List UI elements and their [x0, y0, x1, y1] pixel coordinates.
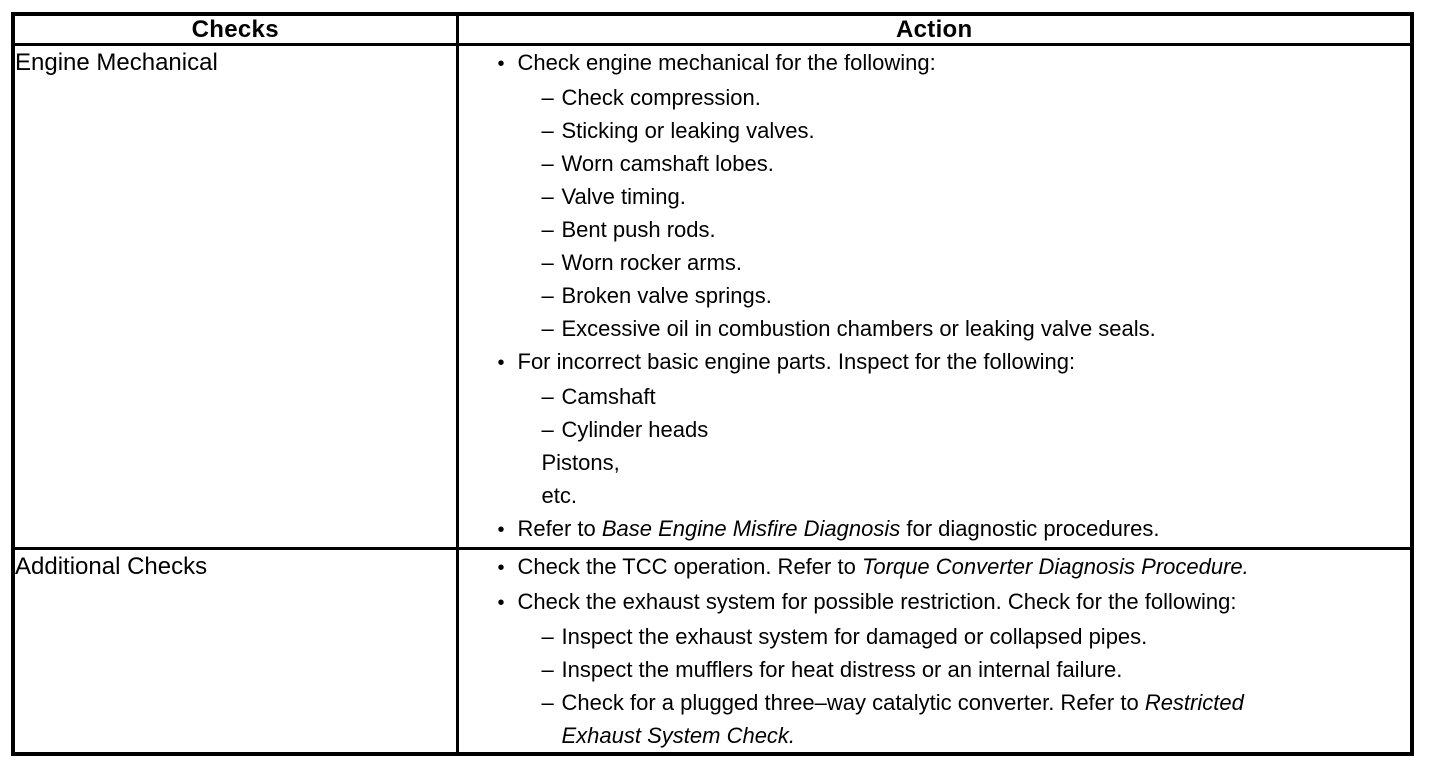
- action-subitem: – Valve timing.: [459, 180, 1411, 213]
- action-text: Inspect the mufflers for heat distress o…: [561, 657, 1123, 682]
- bullet-icon: •: [497, 519, 505, 541]
- action-item: • Check engine mechanical for the follow…: [459, 46, 1411, 81]
- dash-icon: –: [541, 184, 554, 209]
- action-subitem: – Check compression.: [459, 81, 1411, 114]
- action-text: Worn rocker arms.: [561, 250, 743, 275]
- action-cell-engine-mechanical: • Check engine mechanical for the follow…: [455, 43, 1414, 550]
- action-text: Excessive oil in combustion chambers or …: [561, 316, 1156, 341]
- checks-action-table: Checks Action Engine Mechanical • Check …: [11, 12, 1414, 756]
- action-text-segment: for diagnostic procedures.: [900, 516, 1160, 541]
- dash-icon: –: [541, 250, 554, 275]
- bullet-icon: •: [497, 557, 505, 579]
- action-text-segment: Check the TCC operation. Refer to: [517, 554, 862, 579]
- table-row-engine-mechanical: Engine Mechanical • Check engine mechani…: [11, 43, 1414, 550]
- action-text: Camshaft: [561, 384, 656, 409]
- column-header-checks: Checks: [11, 12, 459, 46]
- action-text: Refer to Base Engine Misfire Diagnosis f…: [518, 512, 1411, 545]
- action-subitem: – Cylinder heads: [459, 413, 1411, 446]
- action-text-italic: Base Engine Misfire Diagnosis: [601, 516, 901, 541]
- action-text: Check engine mechanical for the followin…: [517, 50, 936, 75]
- action-text: Inspect the exhaust system for damaged o…: [561, 624, 1148, 649]
- action-text-italic: Torque Converter Diagnosis Procedure.: [861, 554, 1249, 579]
- action-text-segment: Check for a plugged three–way catalytic …: [561, 690, 1145, 715]
- action-subitem: – Inspect the exhaust system for damaged…: [459, 620, 1411, 653]
- action-text: Check the TCC operation. Refer to Torque…: [518, 550, 1411, 583]
- action-cell-additional-checks: • Check the TCC operation. Refer to Torq…: [455, 547, 1414, 756]
- check-label-additional-checks: Additional Checks: [11, 547, 459, 756]
- dash-icon: –: [541, 85, 554, 110]
- header-row: Checks Action: [11, 12, 1414, 46]
- action-text: Valve timing.: [561, 184, 686, 209]
- table-row-additional-checks: Additional Checks • Check the TCC operat…: [11, 547, 1414, 756]
- dash-icon: –: [541, 118, 554, 143]
- dash-icon: –: [541, 624, 554, 649]
- action-text: Sticking or leaking valves.: [561, 118, 815, 143]
- dash-icon: –: [541, 384, 554, 409]
- action-item: • Refer to Base Engine Misfire Diagnosis…: [459, 512, 1411, 547]
- bullet-icon: •: [497, 352, 505, 374]
- action-text: Worn camshaft lobes.: [561, 151, 774, 176]
- dash-icon: –: [541, 316, 554, 341]
- action-subitem: – Inspect the mufflers for heat distress…: [459, 653, 1411, 686]
- dash-icon: –: [541, 217, 554, 242]
- dash-icon: –: [541, 657, 554, 682]
- action-text: Check for a plugged three–way catalytic …: [562, 686, 1411, 752]
- action-text-italic: Exhaust System Check.: [561, 723, 796, 748]
- action-text-segment: Refer to: [517, 516, 602, 541]
- action-item: • For incorrect basic engine parts. Insp…: [459, 345, 1411, 380]
- action-text: Check compression.: [561, 85, 761, 110]
- action-subitem: – Excessive oil in combustion chambers o…: [459, 312, 1411, 345]
- dash-icon: –: [541, 417, 554, 442]
- dash-icon: –: [541, 151, 554, 176]
- action-subitem: – Broken valve springs.: [459, 279, 1411, 312]
- action-item: • Check the TCC operation. Refer to Torq…: [459, 550, 1411, 585]
- bullet-icon: •: [497, 53, 505, 75]
- action-text: Cylinder heads: [561, 417, 709, 442]
- action-subitem: – Worn camshaft lobes.: [459, 147, 1411, 180]
- action-subitem: – Sticking or leaking valves.: [459, 114, 1411, 147]
- column-header-action: Action: [455, 12, 1414, 46]
- action-text-italic: Restricted: [1144, 690, 1244, 715]
- action-text: Broken valve springs.: [561, 283, 772, 308]
- action-subitem: Pistons, etc.: [459, 446, 1411, 512]
- bullet-icon: •: [497, 592, 505, 614]
- action-text: For incorrect basic engine parts. Inspec…: [517, 349, 1076, 374]
- action-item: • Check the exhaust system for possible …: [459, 585, 1411, 620]
- action-subitem: – Camshaft: [459, 380, 1411, 413]
- dash-icon: –: [541, 690, 554, 715]
- action-subitem: – Bent push rods.: [459, 213, 1411, 246]
- action-subitem: – Worn rocker arms.: [459, 246, 1411, 279]
- action-subitem: – Check for a plugged three–way catalyti…: [459, 686, 1411, 752]
- check-label-engine-mechanical: Engine Mechanical: [11, 43, 459, 550]
- dash-icon: –: [541, 283, 554, 308]
- action-text: Bent push rods.: [561, 217, 716, 242]
- dash-icon: Pistons, etc.: [541, 450, 620, 508]
- action-text: Check the exhaust system for possible re…: [517, 589, 1237, 614]
